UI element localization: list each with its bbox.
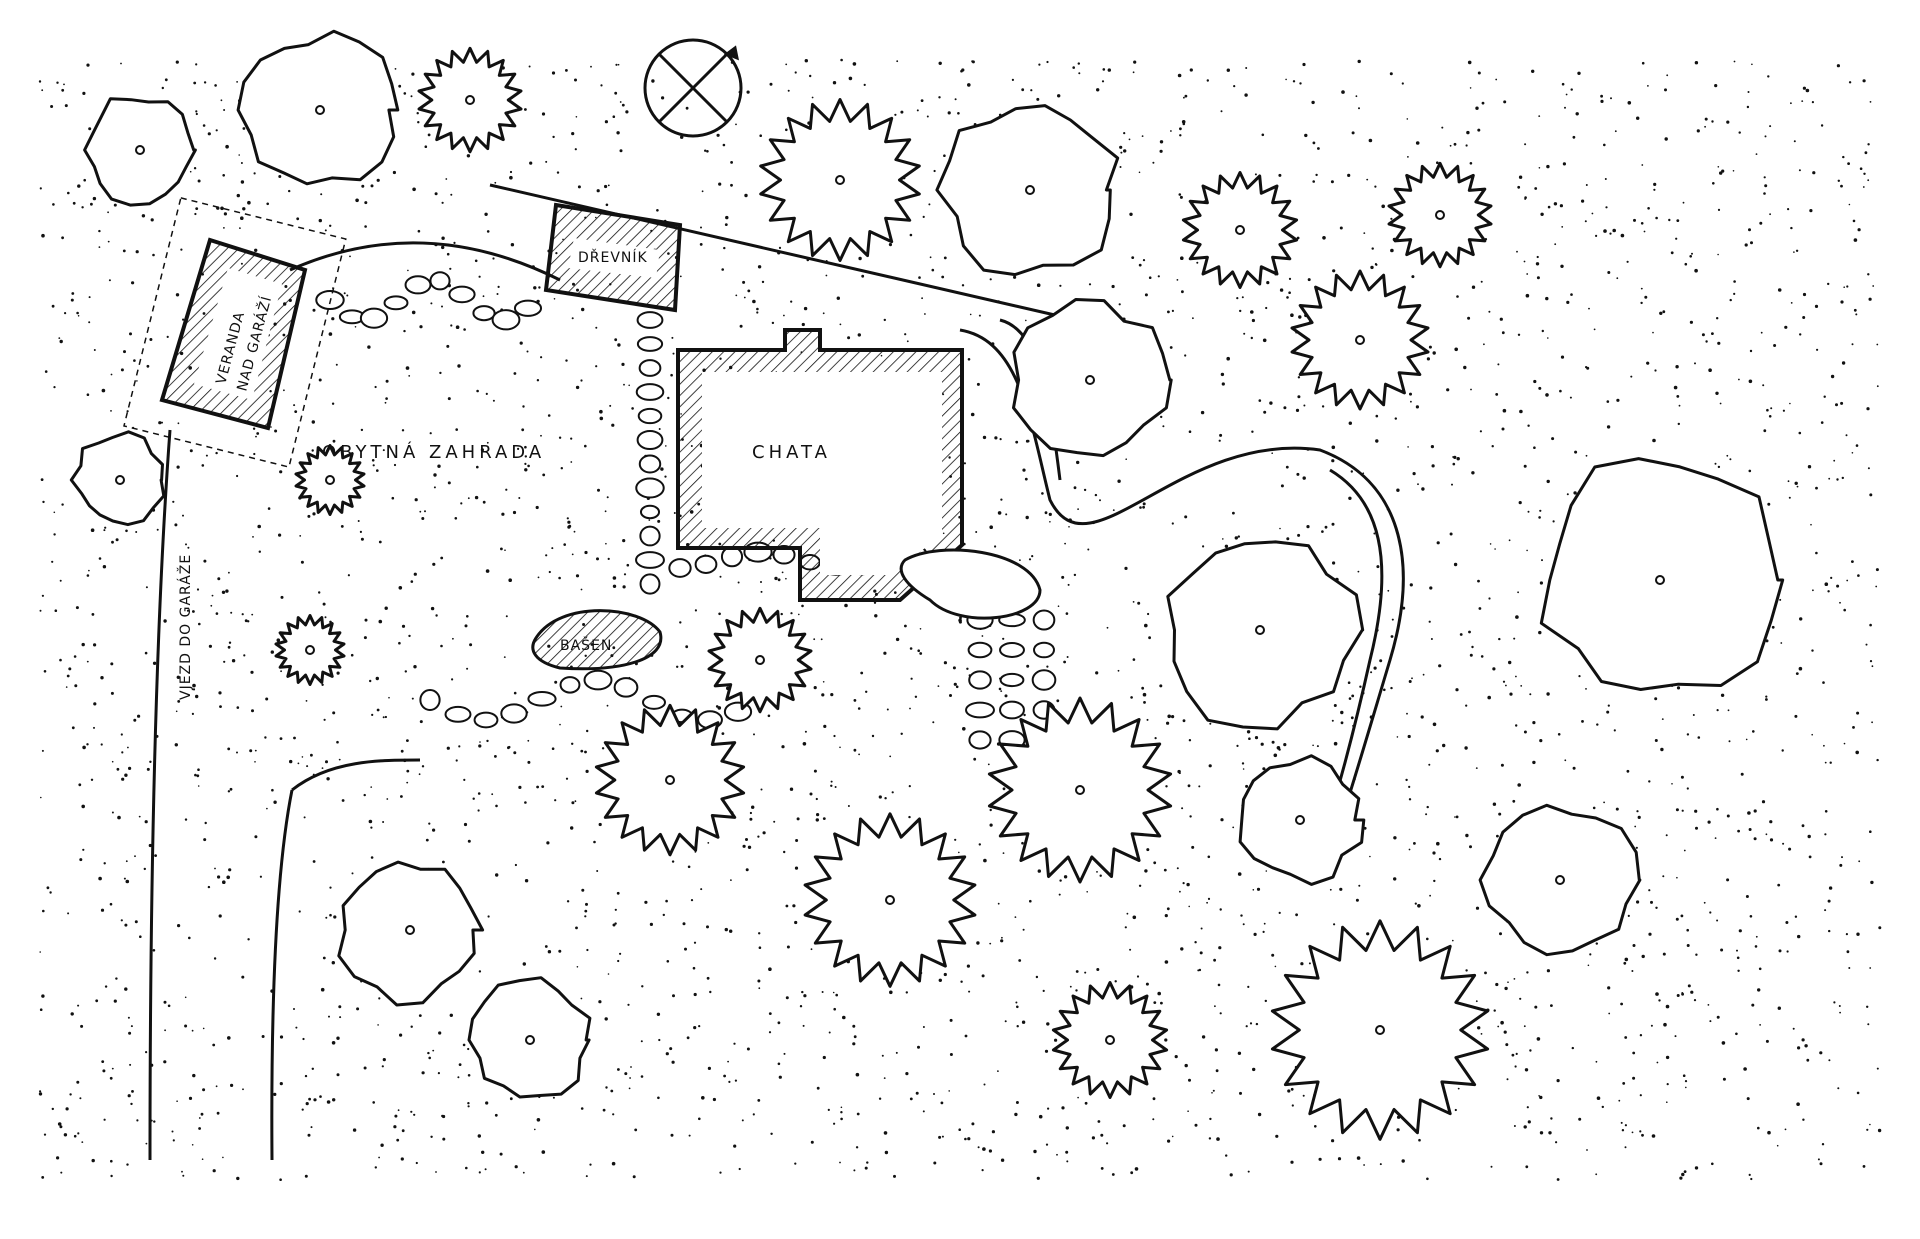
trees xyxy=(69,29,1785,1141)
tree-trunk-marker xyxy=(1075,785,1085,795)
tree-trunk-marker xyxy=(1255,625,1265,635)
deciduous-tree xyxy=(1539,457,1785,691)
stepping-stone xyxy=(419,689,441,711)
tree-trunk-marker xyxy=(1355,335,1365,345)
tree-trunk-marker xyxy=(1105,1035,1115,1045)
stepping-stone xyxy=(429,271,451,291)
driveway-label: VJEZD DO GARÁŽE xyxy=(176,554,194,700)
stepping-stone xyxy=(967,641,993,659)
stepping-stone xyxy=(639,573,661,595)
stepping-stone xyxy=(359,307,389,329)
stepping-stone xyxy=(639,525,661,547)
stepping-stone xyxy=(527,691,557,707)
stepping-stone xyxy=(965,701,995,719)
tree-trunk-marker xyxy=(1555,875,1565,885)
cottage-label: CHATA xyxy=(752,442,831,463)
stepping-stone xyxy=(1032,609,1056,631)
tree-trunk-marker xyxy=(835,175,845,185)
compass-rose-icon xyxy=(643,38,743,138)
stepping-stone xyxy=(636,311,664,329)
tree-trunk-marker xyxy=(1295,815,1305,825)
stepping-stone xyxy=(448,285,476,304)
stepping-stone xyxy=(1031,669,1057,691)
patio xyxy=(899,548,1042,620)
tree-trunk-marker xyxy=(1085,375,1095,385)
stepping-stone xyxy=(635,383,665,401)
veranda-building xyxy=(123,197,347,468)
pool xyxy=(531,609,663,671)
stepping-stone xyxy=(613,677,639,698)
stepping-stone xyxy=(404,275,432,295)
stepping-stone xyxy=(636,336,664,352)
tree-trunk-marker xyxy=(665,775,675,785)
tree-trunk-marker xyxy=(315,105,325,115)
stepping-stone xyxy=(1033,641,1055,659)
woodshed-building xyxy=(543,202,683,313)
woodshed-label: DŘEVNÍK xyxy=(578,249,648,266)
stepping-stone xyxy=(999,700,1025,720)
stepping-stone xyxy=(491,309,521,331)
stepping-stone xyxy=(639,504,661,520)
tree-trunk-marker xyxy=(1025,185,1035,195)
stepping-stone xyxy=(638,454,662,474)
tree-trunk-marker xyxy=(405,925,415,935)
stepping-stone xyxy=(473,711,499,729)
stepping-stone xyxy=(472,305,496,322)
driveway xyxy=(148,429,421,1161)
tree-trunk-marker xyxy=(755,655,765,665)
tree-trunk-marker xyxy=(465,95,475,105)
stepping-stone xyxy=(999,642,1025,658)
tree-trunk-marker xyxy=(1435,210,1445,220)
stepping-stone xyxy=(383,295,409,311)
stepping-stones xyxy=(315,271,1057,750)
tree-trunk-marker xyxy=(525,1035,535,1045)
stepping-stone xyxy=(968,730,992,750)
stepping-stone xyxy=(500,703,528,724)
tree-trunk-marker xyxy=(1375,1025,1385,1035)
stepping-stone xyxy=(583,669,613,691)
tree-trunk-marker xyxy=(115,475,125,485)
tree-trunk-marker xyxy=(1655,575,1665,585)
living-garden-label: OBYTNÁ ZAHRADA xyxy=(322,441,545,463)
tree-trunk-marker xyxy=(325,475,335,485)
stepping-stone xyxy=(637,407,663,425)
cottage-building xyxy=(676,328,964,602)
stepping-stone xyxy=(694,554,718,574)
stepping-stone xyxy=(513,299,543,317)
stepping-stone xyxy=(968,670,992,690)
stepping-stone xyxy=(642,694,666,710)
stepping-stone xyxy=(635,477,665,499)
stepping-stone xyxy=(668,558,692,578)
stepping-stone xyxy=(444,705,472,723)
stepping-stone xyxy=(638,359,662,377)
stepping-stone xyxy=(635,551,665,569)
stepping-stone xyxy=(559,676,581,694)
deciduous-tree xyxy=(1166,540,1365,731)
stepping-stone xyxy=(636,429,664,451)
tree-trunk-marker xyxy=(135,145,145,155)
pool-label: BAŠEN xyxy=(560,636,612,654)
tree-trunk-marker xyxy=(1235,225,1245,235)
stepping-stone xyxy=(999,672,1025,688)
tree-trunk-marker xyxy=(305,645,315,655)
tree-trunk-marker xyxy=(885,895,895,905)
